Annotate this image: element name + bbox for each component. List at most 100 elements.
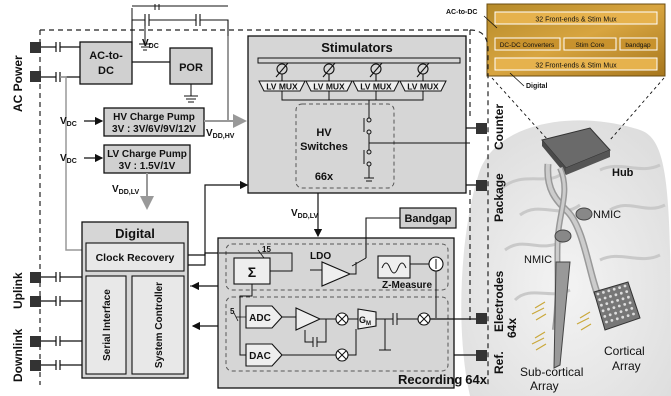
electrode-dot bbox=[625, 308, 628, 312]
electrode-dot bbox=[607, 289, 611, 293]
dac-label: DAC bbox=[249, 351, 271, 362]
por-label: POR bbox=[179, 62, 203, 74]
pin-ac-2 bbox=[30, 71, 41, 82]
cortical-electrode-grid bbox=[596, 284, 635, 324]
electrode-dot bbox=[619, 310, 623, 313]
digital-block: Digital Clock Recovery Serial Interface … bbox=[81, 180, 249, 379]
label-uplink: Uplink bbox=[11, 272, 25, 309]
bandgap-label: Bandgap bbox=[404, 213, 451, 225]
serial-interface: Serial Interface bbox=[102, 289, 113, 361]
electrode-dot bbox=[623, 303, 627, 306]
label-downlink: Downlink bbox=[11, 328, 25, 382]
electrode-dot bbox=[598, 298, 602, 301]
label-ac-power: AC Power bbox=[11, 55, 25, 112]
cortical-label-1: Cortical bbox=[604, 344, 645, 358]
vdc-label-lv: VDC bbox=[60, 153, 77, 165]
die-stim-core: Stim Core bbox=[576, 42, 605, 49]
label-electrodes-count: 64x bbox=[505, 318, 519, 338]
pin-uplink-2 bbox=[30, 296, 41, 307]
hv-switches-1: HV bbox=[316, 127, 332, 139]
brain-illustration bbox=[461, 120, 671, 396]
label-electrodes: Electrodes bbox=[492, 270, 506, 332]
electrode-dot bbox=[596, 292, 600, 296]
sigma-bits: 15 bbox=[262, 245, 271, 254]
die-bandgap: bandgap bbox=[625, 42, 651, 49]
subcortical-label-1: Sub-cortical bbox=[520, 365, 583, 379]
pin-downlink-1 bbox=[30, 336, 41, 347]
electrode-dot bbox=[614, 293, 618, 297]
electrode-dot bbox=[607, 307, 610, 311]
electrode-dot bbox=[615, 317, 619, 321]
z-measure-label: Z-Measure bbox=[382, 280, 432, 291]
die-dcdc: DC-DC Converters bbox=[500, 42, 555, 49]
nmic-label-1: NMIC bbox=[593, 209, 621, 221]
electrode-dot bbox=[612, 306, 616, 309]
stim-count: 66x bbox=[315, 171, 334, 183]
electrode-dot bbox=[632, 312, 635, 316]
die-row-top: 32 Front-ends & Stim Mux bbox=[535, 17, 617, 24]
ac-to-dc-label-2: DC bbox=[98, 65, 114, 77]
electrode-dot bbox=[612, 287, 616, 291]
hv-pump-ratio: 3V : 3V/6V/9V/12V bbox=[112, 124, 196, 135]
mux-2: LV MUX bbox=[313, 82, 345, 92]
gm-label: GM bbox=[359, 315, 371, 327]
electrode-dot bbox=[600, 303, 603, 307]
pin-ac-1 bbox=[30, 42, 41, 53]
z-measure-source bbox=[377, 255, 411, 279]
electrode-dot bbox=[605, 302, 609, 305]
power-section: AC-to- DC POR VDC VDC VDC HV Charge Pump… bbox=[60, 4, 247, 251]
electrode-dot bbox=[603, 315, 607, 318]
vdd-hv-label: VDD,HV bbox=[206, 128, 235, 140]
system-controller: System Controller bbox=[154, 282, 165, 368]
serial-interface-box bbox=[85, 275, 127, 375]
ldo-label: LDO bbox=[310, 251, 331, 262]
electrode-dot bbox=[627, 295, 630, 299]
electrode-dot bbox=[617, 304, 621, 308]
electrode-dot bbox=[610, 319, 614, 322]
lv-pump-ratio: 3V : 1.5V/1V bbox=[119, 161, 176, 172]
stimulators-title: Stimulators bbox=[321, 40, 393, 55]
clock-recovery-box bbox=[85, 242, 185, 272]
electrode-dot bbox=[609, 295, 612, 298]
electrode-dot bbox=[602, 291, 605, 294]
lv-pump-title: LV Charge Pump bbox=[107, 149, 187, 160]
electrode-dot bbox=[621, 315, 625, 319]
input-capacitors bbox=[41, 42, 82, 370]
die-row-bottom: 32 Front-ends & Stim Mux bbox=[535, 63, 617, 70]
ac-to-dc-label-1: AC-to- bbox=[89, 50, 123, 62]
vdd-lv-label-2: VDD,LV bbox=[291, 208, 318, 220]
adc-bits: 5 bbox=[230, 307, 235, 316]
sigma-label: Σ bbox=[248, 264, 256, 280]
sigma-block bbox=[233, 257, 271, 285]
electrode-dot bbox=[608, 313, 612, 317]
cortical-label-2: Array bbox=[612, 359, 641, 373]
electrode-dot bbox=[601, 309, 605, 313]
stimulators-box bbox=[247, 35, 467, 194]
implant-illustration: Hub NMIC NMIC Sub-cortical Array Cortica… bbox=[520, 127, 645, 393]
clock-recovery: Clock Recovery bbox=[96, 252, 175, 264]
hv-pump-title: HV Charge Pump bbox=[113, 112, 195, 123]
vdc-label-top: VDC bbox=[142, 38, 159, 50]
ac-to-dc-block bbox=[79, 41, 133, 85]
lv-charge-pump bbox=[103, 144, 191, 174]
electrode-dot bbox=[623, 284, 627, 288]
electrode-dot bbox=[626, 314, 630, 317]
hv-switches-2: Switches bbox=[300, 141, 348, 153]
die-label-digital: Digital bbox=[526, 83, 547, 90]
electrode-dot bbox=[619, 291, 623, 295]
hv-charge-pump bbox=[103, 107, 205, 137]
mux-1: LV MUX bbox=[266, 82, 298, 92]
vdc-label-hv: VDC bbox=[60, 116, 77, 128]
electrode-dot bbox=[628, 301, 632, 305]
adc-label: ADC bbox=[249, 313, 271, 324]
pin-downlink-2 bbox=[30, 360, 41, 371]
hub-label: Hub bbox=[612, 167, 634, 179]
electrode-dot bbox=[618, 286, 621, 289]
electrode-dot bbox=[625, 290, 629, 293]
vdd-lv-label: VDD,LV bbox=[112, 184, 139, 196]
system-controller-box bbox=[131, 275, 185, 375]
die-label-acdc: AC-to-DC bbox=[446, 9, 478, 16]
mux-4: LV MUX bbox=[407, 82, 439, 92]
